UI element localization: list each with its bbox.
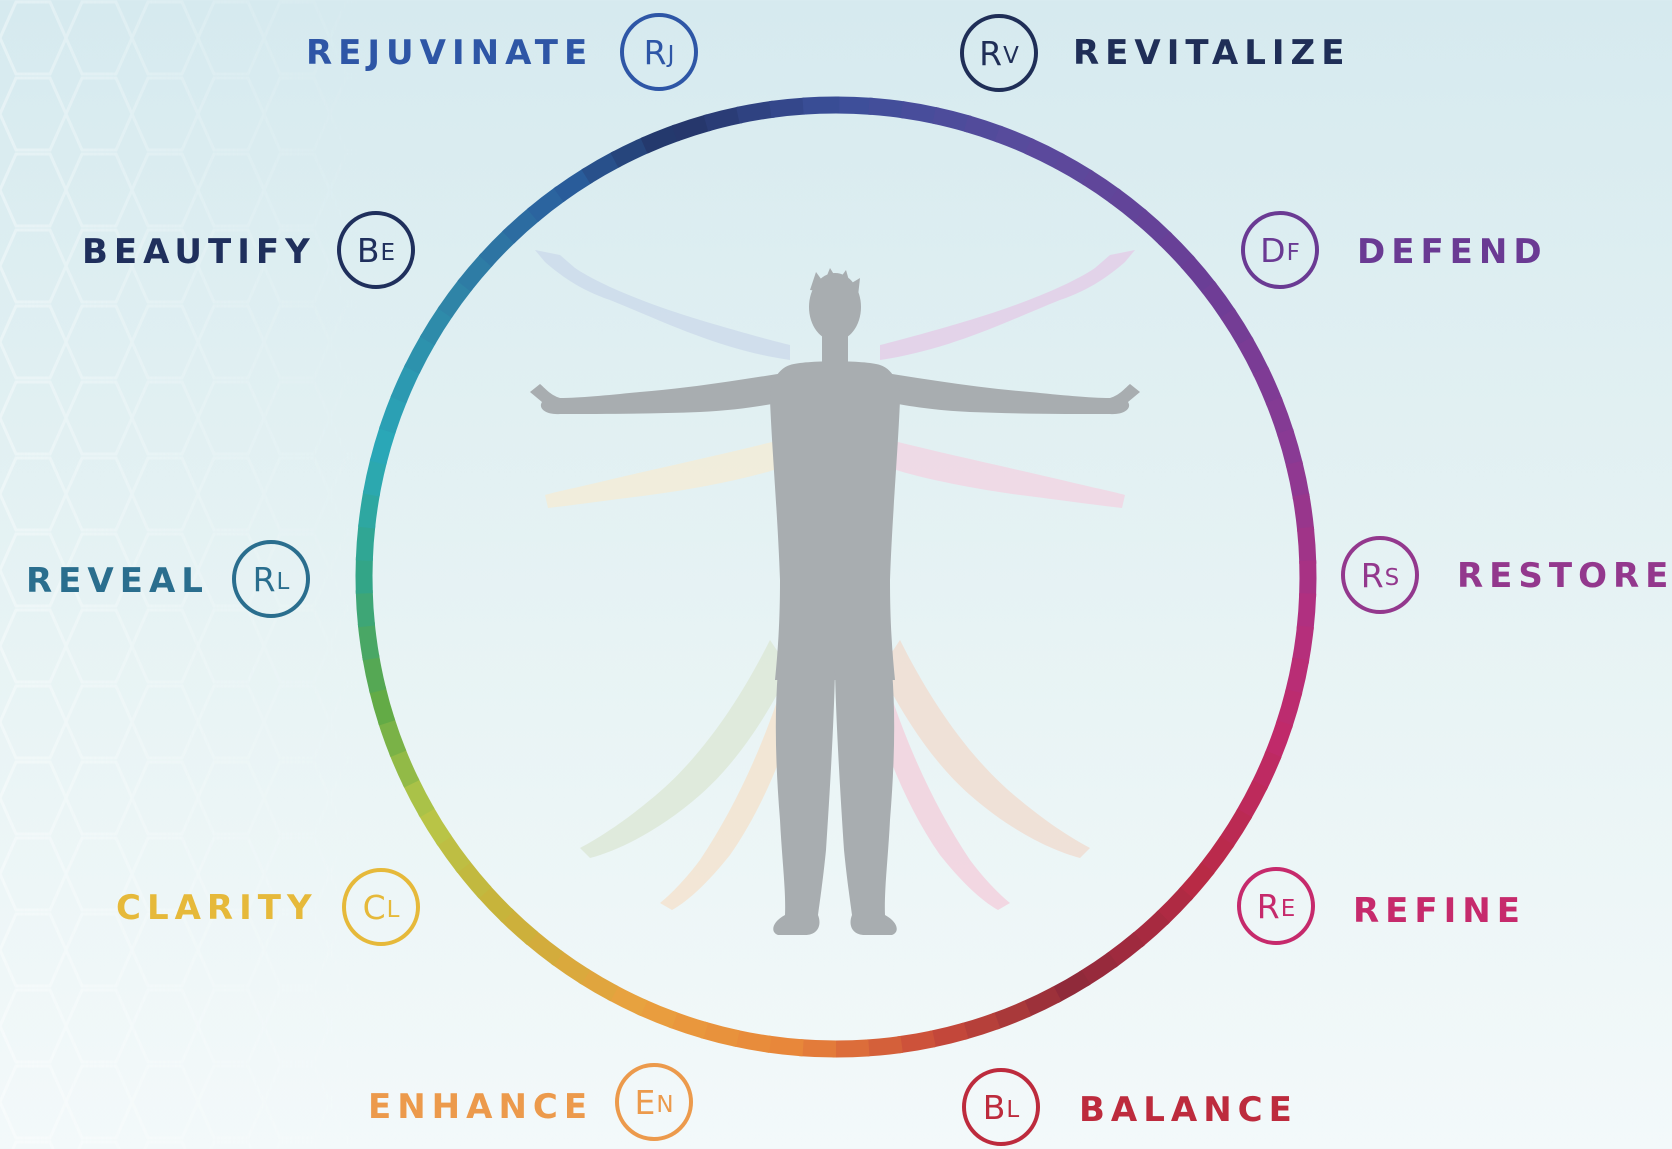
label-enhance: ENHANCE bbox=[368, 1087, 594, 1127]
ghost-leg-right-1 bbox=[880, 640, 1090, 858]
badge-rejuvinate-big: R bbox=[643, 32, 667, 72]
ghost-arm-lower-right bbox=[890, 440, 1125, 508]
badge-beautify-big: B bbox=[356, 230, 380, 270]
badge-enhance-small: N bbox=[656, 1091, 674, 1118]
badge-refine-small: E bbox=[1280, 895, 1296, 922]
badge-refine-big: R bbox=[1256, 886, 1280, 926]
badge-balance-big: B bbox=[982, 1087, 1006, 1127]
badge-reveal-small: L bbox=[276, 568, 290, 595]
label-defend: DEFEND bbox=[1357, 232, 1548, 272]
badge-defend-small: F bbox=[1286, 239, 1300, 266]
badge-revitalize-small: V bbox=[1003, 42, 1019, 69]
badge-reveal-big: R bbox=[252, 559, 276, 599]
badge-clarity-small: L bbox=[386, 896, 400, 923]
badge-balance-small: L bbox=[1006, 1096, 1020, 1123]
label-balance: BALANCE bbox=[1079, 1090, 1298, 1130]
ring-segment bbox=[802, 96, 840, 115]
ghost-arm-upper-left bbox=[535, 250, 790, 360]
badge-clarity-big: C bbox=[362, 887, 386, 927]
label-rejuvinate: REJUVINATE bbox=[306, 33, 594, 73]
badge-restore-small: S bbox=[1384, 564, 1400, 591]
badge-defend-big: D bbox=[1260, 230, 1286, 270]
badge-restore-big: R bbox=[1360, 555, 1384, 595]
ghost-leg-left-1 bbox=[580, 640, 790, 858]
label-revitalize: REVITALIZE bbox=[1073, 33, 1351, 73]
ghost-arm-lower-left bbox=[545, 440, 780, 508]
main-figure bbox=[530, 268, 1140, 935]
label-restore: RESTORE bbox=[1457, 556, 1672, 596]
badge-revitalize-big: R bbox=[979, 33, 1003, 73]
label-reveal: REVEAL bbox=[26, 561, 209, 601]
badge-beautify-small: E bbox=[380, 239, 396, 266]
label-clarity: CLARITY bbox=[116, 888, 318, 928]
ghost-arm-upper-right bbox=[880, 250, 1135, 360]
label-beautify: BEAUTIFY bbox=[82, 232, 316, 272]
badge-rejuvinate-small: J bbox=[667, 41, 675, 68]
badge-enhance-big: E bbox=[634, 1082, 656, 1122]
label-refine: REFINE bbox=[1353, 891, 1526, 931]
